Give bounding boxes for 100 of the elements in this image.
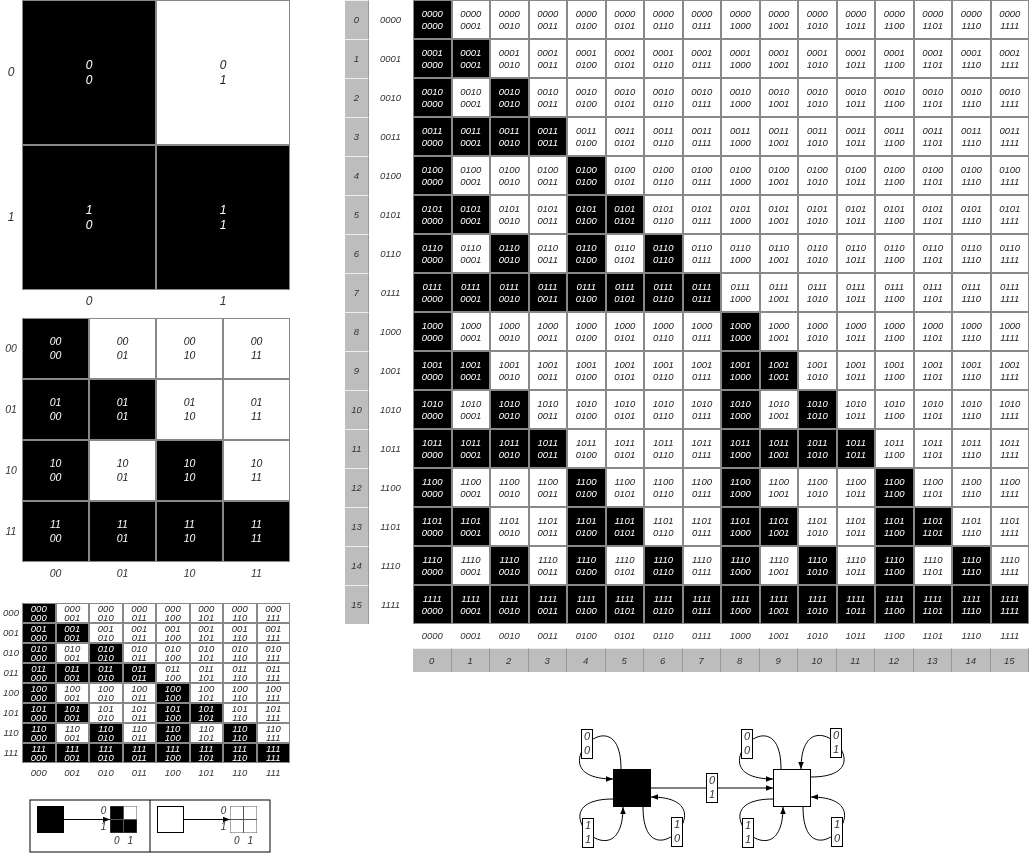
matrix-cell: 0010 1000 — [721, 78, 760, 117]
matrix-cell: 1000 1010 — [798, 312, 837, 351]
matrix-cell: 1010 0010 — [490, 390, 529, 429]
row-label: 0 — [99, 806, 108, 817]
row-label: 1100 — [379, 480, 402, 495]
matrix-cell: 1100 0110 — [644, 468, 683, 507]
row-label: 010 — [2, 646, 20, 661]
index-cell: 12 — [875, 648, 914, 672]
matrix-cell: 0111 1010 — [798, 273, 837, 312]
matrix-cell: 0101 0010 — [490, 195, 529, 234]
matrix-cell: 0110 1111 — [990, 234, 1029, 273]
matrix-cell: 1000 0000 — [413, 312, 452, 351]
matrix-cell: 1001 1110 — [952, 351, 991, 390]
matrix-cell: 110 111 — [256, 723, 290, 743]
matrix-cell: 010 011 — [122, 643, 156, 663]
index-cell: 1 — [345, 39, 369, 78]
matrix-cell: 0011 1101 — [913, 117, 952, 156]
matrix-cell: 01 11 — [223, 379, 290, 440]
matrix-cell: 0011 0111 — [682, 117, 721, 156]
pattern-grid — [110, 806, 137, 833]
row-label: 0110 — [379, 246, 402, 261]
matrix-cell: 100 001 — [55, 683, 89, 703]
matrix-cell: 010 100 — [156, 643, 190, 663]
index-cell: 9 — [345, 351, 369, 390]
matrix-cell: 0011 1100 — [875, 117, 914, 156]
matrix-cell: 1001 0001 — [451, 351, 490, 390]
index-cell: 10 — [798, 648, 837, 672]
index-cell: 4 — [567, 648, 606, 672]
matrix-cell: 1110 1011 — [836, 546, 875, 585]
matrix-cell: 0010 1001 — [759, 78, 798, 117]
matrix-cell: 1101 1110 — [952, 507, 991, 546]
matrix-cell: 1010 0001 — [451, 390, 490, 429]
matrix-cell: 0100 0110 — [644, 156, 683, 195]
matrix-cell: 000 101 — [189, 603, 223, 623]
column-label: 1 — [218, 293, 228, 309]
matrix-cell: 1001 0101 — [605, 351, 644, 390]
matrix-cell: 1010 1001 — [759, 390, 798, 429]
matrix-cell: 111 111 — [256, 743, 290, 763]
column-label: 0110 — [652, 629, 675, 644]
state-square — [613, 769, 651, 807]
matrix-cell: 1111 1011 — [836, 585, 875, 624]
matrix-cell: 0111 1110 — [952, 273, 991, 312]
index-cell: 4 — [345, 156, 369, 195]
matrix-cell: 0101 0000 — [413, 195, 452, 234]
matrix-cell: 0011 0001 — [451, 117, 490, 156]
matrix-cell: 1011 1001 — [759, 429, 798, 468]
matrix-cell: 0100 1111 — [990, 156, 1029, 195]
matrix-cell: 0001 0011 — [528, 39, 567, 78]
matrix-cell: 0101 1101 — [913, 195, 952, 234]
matrix-cell: 0100 1000 — [721, 156, 760, 195]
matrix-cell: 110 011 — [122, 723, 156, 743]
matrix-cell: 0010 1111 — [990, 78, 1029, 117]
column-label: 010 — [96, 766, 115, 780]
matrix-cell: 0000 0010 — [490, 0, 529, 39]
matrix-cell: 1111 1001 — [759, 585, 798, 624]
column-label: 1100 — [883, 629, 906, 644]
matrix-cell: 00 11 — [223, 318, 290, 379]
matrix-cell: 0011 0010 — [490, 117, 529, 156]
column-label: 0 — [232, 835, 241, 847]
column-label: 00 — [48, 566, 63, 582]
matrix-cell: 0111 0110 — [644, 273, 683, 312]
row-label: 0010 — [378, 90, 403, 105]
matrix-cell: 0001 1110 — [952, 39, 991, 78]
matrix-cell: 0100 0101 — [605, 156, 644, 195]
matrix-cell: 001 000 — [22, 623, 56, 643]
matrix-cell: 0000 0100 — [567, 0, 606, 39]
matrix-cell: 1000 0010 — [490, 312, 529, 351]
matrix-cell: 1100 1000 — [721, 468, 760, 507]
column-label: 0111 — [690, 629, 713, 644]
matrix-cell: 1011 1110 — [952, 429, 991, 468]
matrix-cell: 1101 1010 — [798, 507, 837, 546]
matrix-cell: 1000 0011 — [528, 312, 567, 351]
matrix-cell: 010 110 — [223, 643, 257, 663]
matrix-cell: 0111 0011 — [528, 273, 567, 312]
matrix-cell: 1010 0101 — [605, 390, 644, 429]
matrix-cell: 1100 0111 — [682, 468, 721, 507]
matrix-cell: 1011 1111 — [990, 429, 1029, 468]
matrix-cell: 0101 0111 — [682, 195, 721, 234]
matrix-cell: 1100 0100 — [567, 468, 606, 507]
matrix-cell: 0000 0011 — [528, 0, 567, 39]
matrix-cell: 0011 1000 — [721, 117, 760, 156]
column-label: 0011 — [536, 629, 559, 644]
matrix-cell: 11 00 — [22, 501, 89, 562]
matrix-cell: 0011 1001 — [759, 117, 798, 156]
matrix-cell: 0000 0110 — [644, 0, 683, 39]
matrix-cell: 0001 0111 — [682, 39, 721, 78]
matrix-cell: 011 100 — [156, 663, 190, 683]
matrix-cell: 0100 0000 — [413, 156, 452, 195]
matrix-cell: 0010 1100 — [875, 78, 914, 117]
matrix-cell: 1000 1100 — [875, 312, 914, 351]
matrix-cell: 0011 1010 — [798, 117, 837, 156]
matrix-cell: 0001 0001 — [451, 39, 490, 78]
matrix-cell: 0111 0101 — [605, 273, 644, 312]
matrix-cell: 0100 1010 — [798, 156, 837, 195]
edge-label: 1 1 — [742, 818, 754, 848]
column-label: 1010 — [805, 629, 829, 644]
matrix-cell: 1101 1101 — [913, 507, 952, 546]
matrix-cell: 110 110 — [223, 723, 257, 743]
matrix-cell: 1001 1001 — [759, 351, 798, 390]
column-label: 0101 — [613, 629, 637, 644]
